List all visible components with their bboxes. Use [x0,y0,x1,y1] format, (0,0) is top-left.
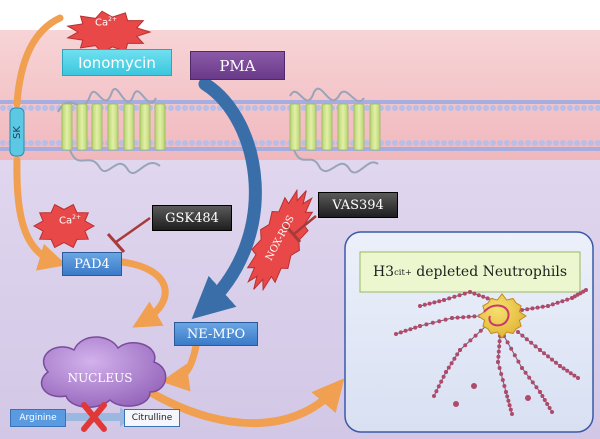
sk-label-wrap: SK [7,118,27,146]
vas394-label: VAS394 [332,197,384,213]
nox-ros-burst [246,188,314,292]
cell-membrane [0,100,600,151]
blocked-cross-icon [81,402,107,432]
nucleus-label-wrap: NUCLEUS [60,368,140,388]
ne-mpo-box: NE-MPO [174,322,258,346]
inhibitor-gsk484 [106,216,151,253]
neutrophil-cell [477,293,527,339]
h3-superscript: cit+ [394,267,412,277]
ca-charge-text: 2+ [108,16,117,23]
h3-prefix: H3 [372,264,395,280]
citrulline-label: Citrulline [131,413,173,423]
pad4-label: PAD4 [74,256,110,272]
ca-charge-text: 2+ [72,214,81,221]
transmembrane-protein-right [289,87,381,174]
nucleus-label: NUCLEUS [67,371,133,385]
calcium-burst-lower [32,203,96,249]
citrulline-box: Citrulline [124,409,180,427]
arginine-label: Arginine [19,413,57,423]
transmembrane-protein-left [57,88,166,174]
sk-label: SK [11,125,23,139]
inhibitor-vas394 [284,215,317,243]
ionomycin-box: Ionomycin [62,49,172,76]
calcium-label-lower: Ca2+ [59,214,81,226]
pad4-box: PAD4 [62,252,122,276]
pma-label: PMA [219,56,256,75]
pma-box: PMA [190,51,285,80]
calcium-label-top: Ca2+ [95,16,117,28]
arrow-pma-to-nempo [191,77,262,320]
ionomycin-label: Ionomycin [78,53,156,72]
nucleus-cloud [40,336,167,408]
calcium-burst-top [66,10,152,54]
arrow-pad4-to-nucleus [118,258,169,328]
arginine-box: Arginine [10,409,66,427]
arrow-nempo-to-nucleus [160,342,200,392]
h3-suffix: depleted Neutrophils [411,264,568,280]
net-illustration [394,288,588,416]
gsk484-box: GSK484 [152,205,232,231]
arrow-ca-to-sk [13,14,64,108]
vas394-box: VAS394 [318,192,398,218]
arrow-sk-to-pad4 [13,156,67,271]
ca-ion-text: Ca [59,215,73,227]
arrow-nucleus-to-neutrophils [146,378,345,428]
ne-mpo-label: NE-MPO [186,326,246,342]
gsk484-label: GSK484 [165,210,219,226]
ca-ion-text: Ca [95,17,109,29]
sk-channel [9,107,25,157]
